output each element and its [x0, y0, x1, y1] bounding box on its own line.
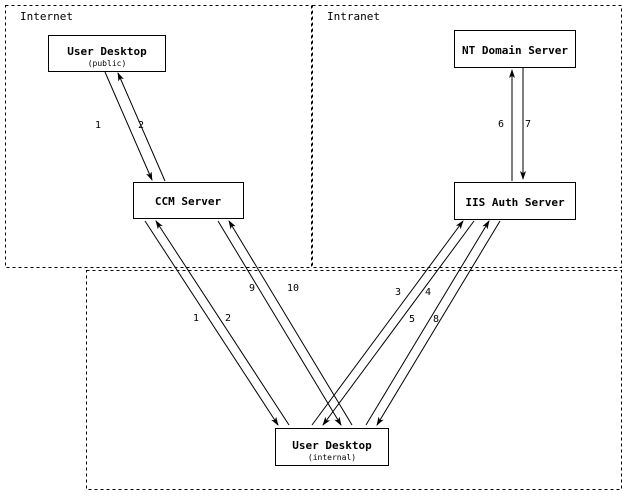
edge-label-8-iis-internal: 8 — [433, 314, 439, 325]
edge-labels: 1 2 1 2 9 10 3 4 5 8 6 7 — [95, 119, 531, 325]
edge-label-7-nt-iis: 7 — [525, 119, 531, 130]
edge-label-1-internal-ccm: 1 — [193, 313, 199, 324]
zone-intranet-boundary — [312, 5, 622, 268]
edge-line-1-public-to-ccm — [104, 71, 153, 181]
edge-group-internal-ccm-b — [217, 220, 353, 426]
node-subtitle-user-desktop-public: (public) — [88, 59, 127, 68]
node-box-iis-auth-server[interactable] — [454, 182, 576, 220]
node-ccm-server[interactable]: CCM Server — [133, 182, 244, 219]
edge-group-internal-iis-b — [365, 220, 501, 426]
edge-label-6-iis-nt: 6 — [498, 119, 504, 130]
node-title-nt-domain-server: NT Domain Server — [462, 44, 568, 57]
node-box-ccm-server[interactable] — [133, 182, 244, 219]
node-subtitle-user-desktop-internal: (internal) — [308, 453, 356, 462]
edge-label-3-internal-iis: 3 — [395, 287, 401, 298]
node-user-desktop-internal[interactable]: User Desktop (internal) — [275, 428, 389, 466]
zone-internal-boundary — [86, 270, 622, 490]
edge-label-1-public-ccm: 1 — [95, 120, 101, 131]
edge-label-5-internal-iis: 5 — [409, 314, 415, 325]
edge-group-internal-ccm-a — [144, 220, 290, 426]
node-nt-domain-server[interactable]: NT Domain Server — [454, 30, 576, 68]
zone-label-internet: Internet — [20, 10, 73, 23]
node-title-user-desktop-internal: User Desktop — [292, 439, 372, 452]
node-iis-auth-server[interactable]: IIS Auth Server — [454, 182, 576, 220]
edge-group-iis-nt — [509, 68, 526, 181]
edge-label-2-ccm-internal: 2 — [225, 313, 231, 324]
node-title-ccm-server: CCM Server — [155, 195, 222, 208]
node-box-user-desktop-internal[interactable] — [275, 428, 389, 466]
edge-label-9-internal-ccm: 9 — [249, 283, 255, 294]
node-user-desktop-public[interactable]: User Desktop (public) — [48, 35, 166, 72]
edge-line-2-ccm-to-internal — [144, 220, 279, 426]
zone-label-intranet: Intranet — [327, 10, 380, 23]
edge-line-9-internal-to-ccm — [228, 220, 353, 426]
edge-group-public-ccm — [104, 71, 166, 182]
edge-line-2-ccm-to-public — [117, 72, 166, 182]
edge-group-internal-iis-a — [311, 220, 475, 426]
zone-internet-boundary — [5, 5, 312, 268]
edge-line-10-ccm-to-internal — [217, 220, 342, 426]
node-box-nt-domain-server[interactable] — [454, 30, 576, 68]
node-box-user-desktop-public[interactable] — [48, 35, 166, 72]
edge-line-3-internal-to-iis — [311, 220, 464, 426]
edge-line-1-internal-to-ccm — [155, 220, 290, 426]
edge-line-8-iis-to-internal — [376, 220, 501, 426]
edge-label-10-ccm-internal: 10 — [287, 283, 299, 294]
edge-line-5-internal-to-iis — [365, 220, 490, 426]
zone-boundaries — [5, 5, 622, 490]
edge-label-2-ccm-public: 2 — [138, 120, 144, 131]
edge-label-4-iis-internal: 4 — [425, 287, 431, 298]
node-title-iis-auth-server: IIS Auth Server — [465, 196, 565, 209]
node-title-user-desktop-public: User Desktop — [67, 45, 147, 58]
edge-line-4-iis-to-internal — [322, 220, 475, 426]
